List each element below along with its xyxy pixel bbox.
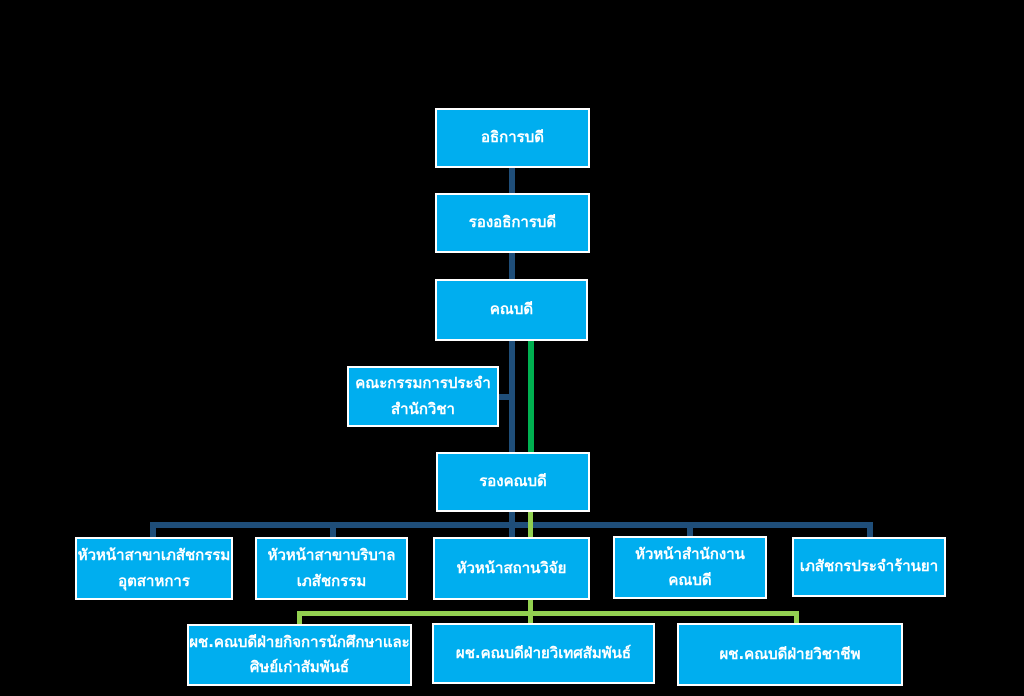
connector-vicerector-dean: [509, 253, 515, 279]
connector-vicedean-bus-drop: [509, 512, 515, 528]
org-box-head-pharmaceutical-care-line1: หัวหน้าสาขาบริบาล: [267, 546, 396, 564]
org-box-vice-dean-label: รองคณบดี: [479, 472, 547, 491]
org-box-head-research-station-label: หัวหน้าสถานวิจัย: [456, 558, 567, 577]
org-box-head-dean-office: หัวหน้าสำนักงาน คณบดี: [613, 536, 767, 599]
connector-lower-horizontal-bus: [297, 611, 799, 616]
connector-stub-care: [330, 522, 336, 537]
org-box-vice-dean: รองคณบดี: [436, 452, 590, 512]
org-box-head-industrial-pharmacy: หัวหน้าสาขาเภสัชกรรม อุตสาหการ: [75, 537, 233, 600]
org-box-asst-dean-student-affairs: ผช.คณบดีฝ่ายกิจการนักศึกษาและ ศิษย์เก่าส…: [187, 624, 412, 686]
org-box-head-dean-office-line2: คณบดี: [668, 570, 712, 589]
org-box-asst-dean-international: ผช.คณบดีฝ่ายวิเทศสัมพันธ์: [432, 623, 655, 684]
org-box-asst-dean-student-affairs-line2: ศิษย์เก่าสัมพันธ์: [249, 658, 350, 676]
connector-horizontal-bus: [150, 522, 873, 528]
org-box-school-committee-line1: คณะกรรมการประจำ: [355, 374, 491, 392]
org-box-vice-rector: รองอธิการบดี: [435, 193, 590, 253]
connector-stub-research: [509, 528, 515, 539]
org-box-head-dean-office-line1: หัวหน้าสำนักงาน: [635, 545, 745, 563]
connector-rector-vicerector: [509, 168, 515, 193]
org-box-rector: อธิการบดี: [435, 108, 590, 168]
org-box-head-pharmaceutical-care: หัวหน้าสาขาบริบาล เภสัชกรรม: [255, 537, 408, 600]
connector-stub-studentaffairs: [297, 611, 302, 625]
org-box-pharmacist-drugstore-label: เภสัชกรประจำร้านยา: [799, 557, 939, 576]
org-box-asst-dean-international-label: ผช.คณบดีฝ่ายวิเทศสัมพันธ์: [455, 643, 632, 662]
org-box-asst-dean-professional: ผช.คณบดีฝ่ายวิชาชีพ: [677, 623, 903, 686]
org-box-rector-label: อธิการบดี: [481, 128, 544, 147]
org-box-dean: คณบดี: [435, 279, 588, 341]
connector-stub-drugstore: [867, 522, 873, 538]
connector-stub-industrial: [150, 522, 156, 537]
org-box-pharmacist-drugstore: เภสัชกรประจำร้านยา: [792, 537, 946, 597]
org-box-dean-label: คณบดี: [489, 300, 534, 319]
org-box-head-pharmaceutical-care-line2: เภสัชกรรม: [296, 571, 367, 590]
connector-committee-stub: [499, 394, 512, 400]
connector-dean-vicedean: [509, 341, 515, 452]
org-box-vice-rector-label: รองอธิการบดี: [468, 213, 557, 232]
org-box-asst-dean-student-affairs-line1: ผช.คณบดีฝ่ายกิจการนักศึกษาและ: [189, 632, 410, 651]
org-box-school-committee: คณะกรรมการประจำ สำนักวิชา: [347, 366, 499, 427]
org-box-school-committee-line2: สำนักวิชา: [391, 399, 455, 418]
org-box-asst-dean-professional-label: ผช.คณบดีฝ่ายวิชาชีพ: [719, 644, 861, 663]
connector-dean-vicedean-green: [528, 341, 534, 452]
org-box-head-research-station: หัวหน้าสถานวิจัย: [433, 537, 590, 600]
org-box-head-industrial-pharmacy-line1: หัวหน้าสาขาเภสัชกรรม: [77, 546, 231, 564]
connector-stub-deanoffice: [687, 522, 693, 537]
connector-stub-professional: [794, 611, 799, 624]
org-box-head-industrial-pharmacy-line2: อุตสาหการ: [118, 571, 190, 590]
